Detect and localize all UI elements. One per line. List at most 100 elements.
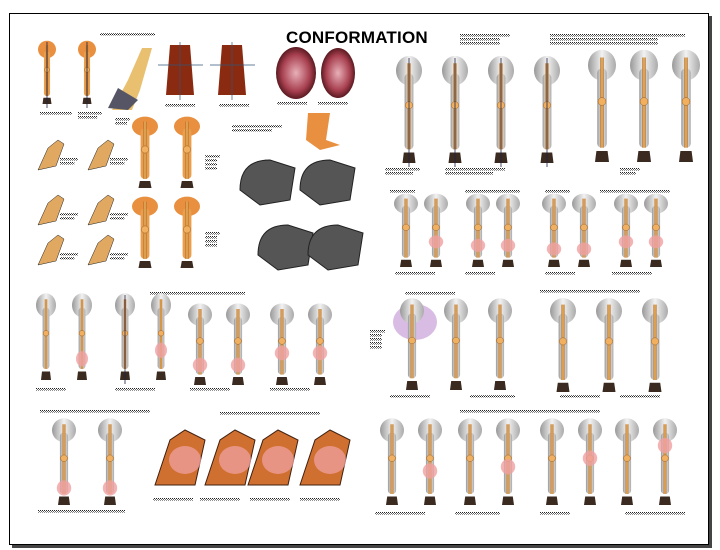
- pastern-icon: [37, 234, 65, 266]
- caption-text-block: [470, 395, 515, 398]
- hoof-dark-icon: [299, 159, 356, 206]
- leg-knee-icon: [559, 337, 567, 346]
- caption-text-block: [445, 172, 493, 175]
- caption-text-block: [375, 512, 425, 515]
- pastern-icon: [87, 234, 115, 266]
- leg-knee-icon: [550, 223, 558, 232]
- caption-text-block: [385, 168, 420, 171]
- hoof-icon: [556, 382, 570, 392]
- caption-text-block: [318, 102, 348, 105]
- leg-knee-icon: [496, 336, 504, 345]
- caption-text-block: [205, 244, 217, 247]
- caption-text-block: [250, 498, 290, 501]
- caption-text-block: [620, 395, 660, 398]
- caption-text-block: [100, 33, 155, 36]
- hoof-icon: [464, 496, 476, 505]
- hoof-highlight-icon: [219, 446, 251, 474]
- leg-highlight-icon: [56, 480, 72, 496]
- caption-text-block: [370, 346, 382, 349]
- caption-text-block: [60, 257, 75, 260]
- hoof-dark-icon: [307, 224, 364, 271]
- hoof-icon: [406, 381, 418, 390]
- leg-knee-icon: [234, 337, 242, 345]
- leg-highlight-icon: [657, 437, 673, 454]
- hoof-icon: [621, 496, 633, 505]
- hoof-icon: [430, 259, 442, 267]
- caption-text-block: [60, 158, 78, 161]
- caption-text-block: [395, 272, 435, 275]
- caption-text-block: [90, 510, 125, 513]
- caption-text-block: [370, 330, 385, 333]
- leg-knee-icon: [78, 330, 86, 337]
- hoof-icon: [502, 496, 514, 505]
- caption-text-block: [545, 272, 575, 275]
- leg-highlight-icon: [500, 459, 516, 475]
- leg-highlight-icon: [102, 480, 118, 496]
- hoof-highlight-icon: [262, 446, 294, 474]
- caption-text-block: [545, 190, 570, 193]
- caption-text-block: [110, 257, 125, 260]
- caption-text-block: [385, 172, 413, 175]
- hoof-icon: [637, 151, 651, 162]
- hoof-icon: [400, 259, 412, 267]
- caption-text-block: [190, 388, 230, 391]
- caption-text-block: [455, 512, 500, 515]
- caption-text-block: [60, 213, 78, 216]
- hoof-icon: [232, 377, 244, 385]
- leg-knee-icon: [474, 223, 482, 232]
- caption-text-block: [277, 102, 307, 105]
- hoof-icon: [314, 377, 326, 385]
- hoof-icon: [650, 259, 662, 267]
- leg-highlight-icon: [470, 238, 486, 252]
- hoof-highlight-icon: [169, 446, 201, 474]
- caption-text-block: [205, 163, 217, 166]
- leg-knee-icon: [183, 145, 191, 154]
- caption-text-block: [150, 292, 245, 295]
- leg-highlight-icon: [192, 357, 208, 373]
- caption-text-block: [460, 42, 500, 45]
- leg-highlight-icon: [546, 242, 562, 256]
- leg-highlight-icon: [230, 357, 246, 373]
- caption-text-block: [390, 190, 415, 193]
- leg-knee-icon: [639, 97, 649, 106]
- leg-highlight-icon: [576, 242, 592, 256]
- hoof-icon: [502, 259, 514, 267]
- hoof-icon: [156, 371, 166, 380]
- leg-highlight-icon: [274, 345, 290, 361]
- hoof-icon: [648, 382, 662, 392]
- hoof-icon: [180, 261, 194, 268]
- caption-text-block: [110, 217, 125, 220]
- caption-text-block: [60, 253, 78, 256]
- hoof-icon: [659, 496, 671, 505]
- hoof-icon: [77, 371, 87, 380]
- leg-knee-icon: [196, 337, 204, 345]
- hoof-icon: [450, 381, 462, 390]
- hoof-icon: [494, 381, 506, 390]
- leg-knee-icon: [466, 454, 474, 462]
- leg-knee-icon: [316, 337, 324, 345]
- caption-text-block: [625, 512, 685, 515]
- caption-text-block: [205, 240, 217, 243]
- caption-text-block: [620, 172, 636, 175]
- caption-text-block: [600, 190, 670, 193]
- hoof-icon: [595, 151, 609, 162]
- caption-text-block: [205, 159, 217, 162]
- caption-text-block: [405, 292, 455, 295]
- leg-knee-icon: [597, 97, 607, 106]
- caption-text-block: [550, 38, 658, 41]
- leg-highlight-icon: [648, 235, 664, 249]
- caption-text-block: [550, 34, 685, 37]
- hoof-icon: [194, 377, 206, 385]
- caption-text-block: [370, 342, 382, 345]
- caption-text-block: [115, 388, 155, 391]
- hoof-icon: [548, 259, 560, 267]
- hoof-dark-icon: [257, 224, 314, 271]
- hoof-sole-icon: [276, 47, 316, 99]
- caption-text-block: [36, 388, 66, 391]
- leg-knee-icon: [426, 454, 434, 462]
- caption-text-block: [370, 338, 382, 341]
- caption-text-block: [205, 232, 220, 235]
- leg-knee-icon: [605, 337, 613, 346]
- leg-knee-icon: [388, 454, 396, 462]
- caption-text-block: [460, 410, 600, 413]
